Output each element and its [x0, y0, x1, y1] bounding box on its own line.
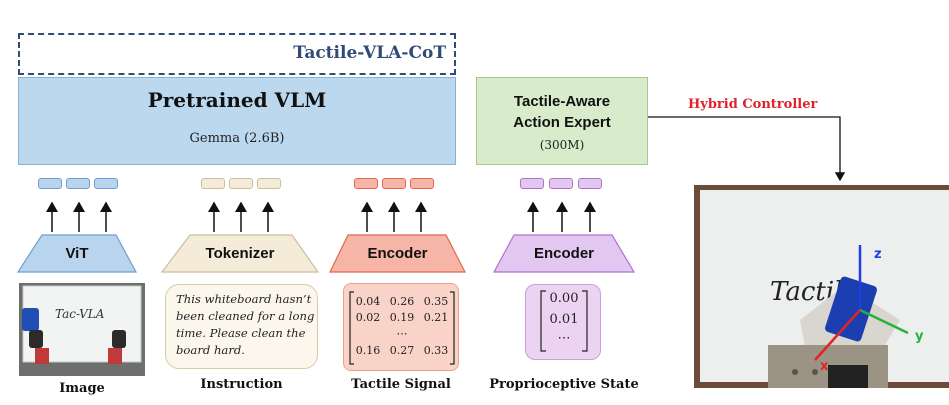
vector-cell: 0.01	[549, 312, 579, 327]
action-expert-subtitle: (300M)	[539, 138, 585, 152]
matrix-cell: 0.35	[423, 295, 449, 308]
vit-token	[66, 178, 90, 189]
proprio-encoder-shape	[492, 234, 636, 273]
whiteboard-image: Tac-VLA	[19, 283, 145, 376]
proprio-encoder-label: Encoder	[533, 245, 594, 262]
matrix-cell: 0.26	[389, 295, 415, 308]
vit-token	[94, 178, 118, 189]
action-expert-block: Tactile-Aware Action Expert (300M)	[476, 77, 648, 165]
instruction-line: been cleaned for a long	[176, 309, 315, 323]
tactile-encoder-shape	[329, 234, 466, 273]
tactile-token	[382, 178, 406, 189]
matrix-cell: 0.04	[355, 295, 381, 308]
action-expert-title-line2: Action Expert	[513, 114, 611, 131]
proprio-arrows	[527, 201, 596, 232]
matrix-cell: 0.27	[389, 344, 415, 357]
text-token	[201, 178, 225, 189]
pretrained-vlm-subtitle: Gemma (2.6B)	[189, 131, 285, 146]
vit-encoder-shape	[16, 234, 138, 273]
hybrid-controller-label: Hybrid Controller	[688, 97, 818, 112]
proprio-token	[549, 178, 573, 189]
proprio-token	[520, 178, 544, 189]
robot-closeup-image: Tactile z y x	[694, 185, 949, 388]
vit-token	[38, 178, 62, 189]
matrix-brackets	[349, 291, 455, 365]
text-token	[229, 178, 253, 189]
whiteboard-small-handwriting: Tac-VLA	[55, 307, 105, 321]
tactile-vla-cot-frame: Tactile-VLA-CoT	[18, 33, 456, 75]
instruction-line: board hard.	[176, 343, 245, 357]
instruction-line: This whiteboard hasn’t	[176, 292, 312, 306]
proprioceptive-state-caption: Proprioceptive State	[489, 377, 639, 392]
axis-x-label: x	[820, 359, 829, 374]
tactile-signal-matrix: 0.04 0.26 0.35 0.02 0.19 0.21 ⋯ 0.16 0.2…	[343, 283, 459, 371]
proprio-token	[578, 178, 602, 189]
vit-label: ViT	[65, 245, 89, 262]
text-token	[257, 178, 281, 189]
matrix-ellipsis: ⋯	[396, 327, 408, 340]
instruction-box: This whiteboard hasn’t been cleaned for …	[165, 284, 318, 369]
tactile-token	[410, 178, 434, 189]
tokenizer-arrows	[208, 201, 274, 232]
proprioceptive-vector: 0.00 0.01 ⋯	[525, 284, 601, 360]
matrix-cell: 0.21	[423, 311, 449, 324]
tokenizer-shape	[160, 234, 320, 273]
action-expert-title-line1: Tactile-Aware	[513, 93, 611, 110]
matrix-cell: 0.02	[355, 311, 381, 324]
tactile-encoder-label: Encoder	[367, 245, 428, 262]
pretrained-vlm-title: Pretrained VLM	[147, 88, 327, 112]
instruction-caption: Instruction	[200, 377, 283, 392]
tactile-signal-caption: Tactile Signal	[351, 377, 451, 392]
vector-ellipsis: ⋯	[557, 331, 571, 346]
matrix-cell: 0.33	[423, 344, 449, 357]
instruction-line: time. Please clean the	[176, 326, 306, 340]
tactile-vla-cot-label: Tactile-VLA-CoT	[293, 43, 446, 63]
tactile-token	[354, 178, 378, 189]
hybrid-controller-connector	[648, 116, 846, 182]
tokenizer-label: Tokenizer	[205, 245, 275, 262]
vector-brackets	[540, 290, 588, 352]
action-expert-title: Tactile-Aware Action Expert	[477, 91, 647, 133]
image-caption: Image	[59, 381, 105, 396]
vector-cell: 0.00	[549, 291, 579, 306]
tactile-arrows	[361, 201, 427, 232]
matrix-cell: 0.16	[355, 344, 381, 357]
axis-y-label: y	[915, 329, 924, 344]
axis-z-label: z	[874, 247, 882, 262]
matrix-cell: 0.19	[389, 311, 415, 324]
vit-arrows	[46, 201, 112, 232]
pretrained-vlm-block: Pretrained VLM Gemma (2.6B)	[18, 77, 456, 165]
